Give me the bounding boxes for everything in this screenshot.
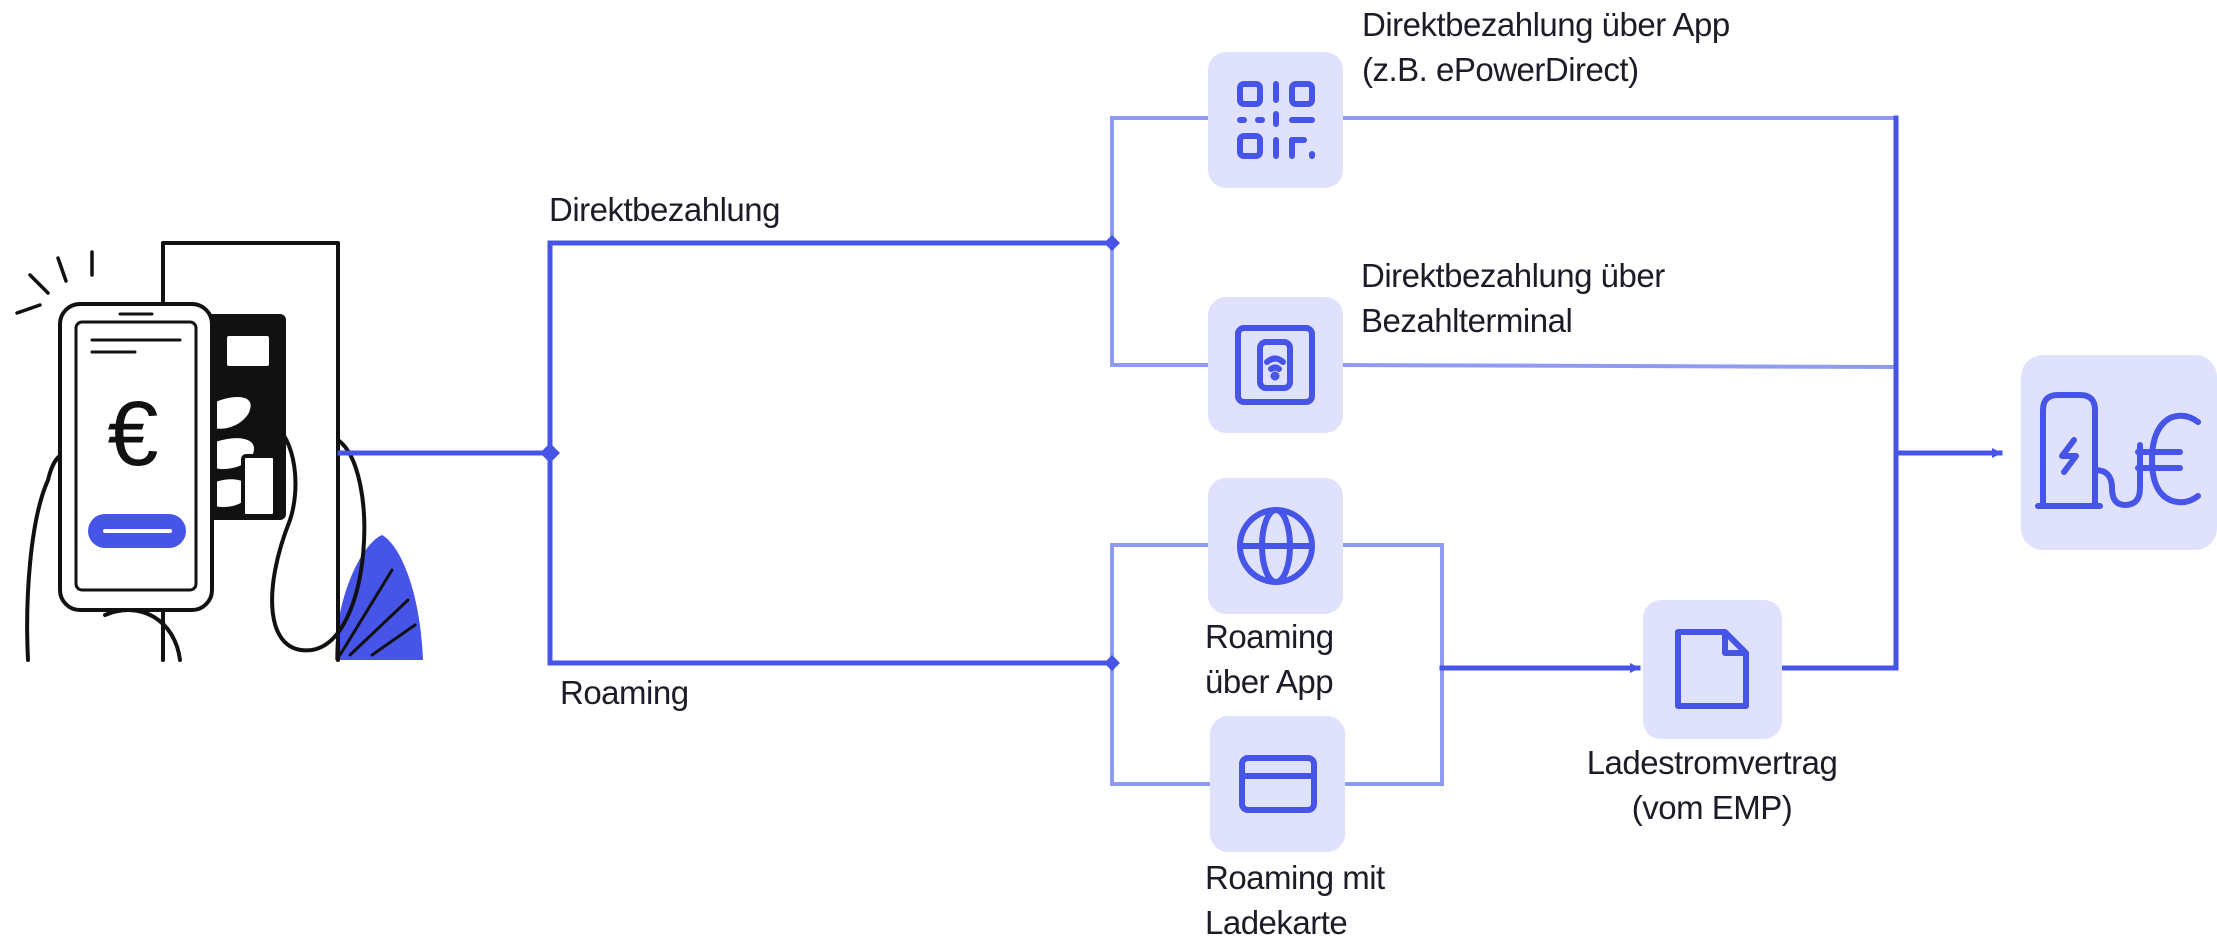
label-roaming-card-line2: Ladekarte: [1205, 904, 1348, 941]
label-roaming-app-line2: über App: [1205, 663, 1334, 700]
charging-station-euro-icon: [2035, 392, 2201, 509]
node-terminal: [1208, 297, 1343, 433]
label-app-direct-line1: Direktbezahlung über App: [1362, 6, 1730, 43]
junction-markers: [540, 235, 1120, 671]
node-target: [2021, 355, 2217, 550]
label-roaming-card-line1: Roaming mit: [1205, 859, 1385, 896]
label-roaming-app-line1: Roaming: [1205, 618, 1334, 655]
label-terminal-line1: Direktbezahlung über: [1361, 257, 1665, 294]
euro-symbol: €: [107, 383, 158, 485]
branch-label-roaming: Roaming: [560, 674, 689, 711]
document-icon: [1675, 629, 1749, 709]
label-terminal-line2: Bezahlterminal: [1361, 302, 1573, 339]
node-contract: [1643, 600, 1782, 739]
label-roaming-card: Roaming mit Ladekarte: [1205, 855, 1385, 945]
credit-card-icon: [1239, 755, 1317, 813]
phone-payment-illustration: [15, 241, 423, 662]
node-app-direct: [1208, 52, 1343, 188]
label-app-direct-line2: (z.B. ePowerDirect): [1362, 51, 1639, 88]
label-contract-line2: (vom EMP): [1631, 789, 1793, 826]
label-roaming-app: Roaming über App: [1205, 614, 1334, 704]
qr-code-icon: [1237, 81, 1315, 159]
label-contract: Ladestromvertrag (vom EMP): [1562, 740, 1862, 830]
branch-label-direkt: Direktbezahlung: [549, 191, 780, 228]
payment-terminal-icon: [1235, 325, 1315, 405]
node-roaming-app: [1208, 478, 1343, 614]
node-roaming-card: [1210, 716, 1345, 852]
label-contract-line1: Ladestromvertrag: [1586, 744, 1838, 781]
globe-icon: [1237, 507, 1315, 585]
label-app-direct: Direktbezahlung über App (z.B. ePowerDir…: [1362, 2, 1730, 92]
label-terminal: Direktbezahlung über Bezahlterminal: [1361, 253, 1665, 343]
